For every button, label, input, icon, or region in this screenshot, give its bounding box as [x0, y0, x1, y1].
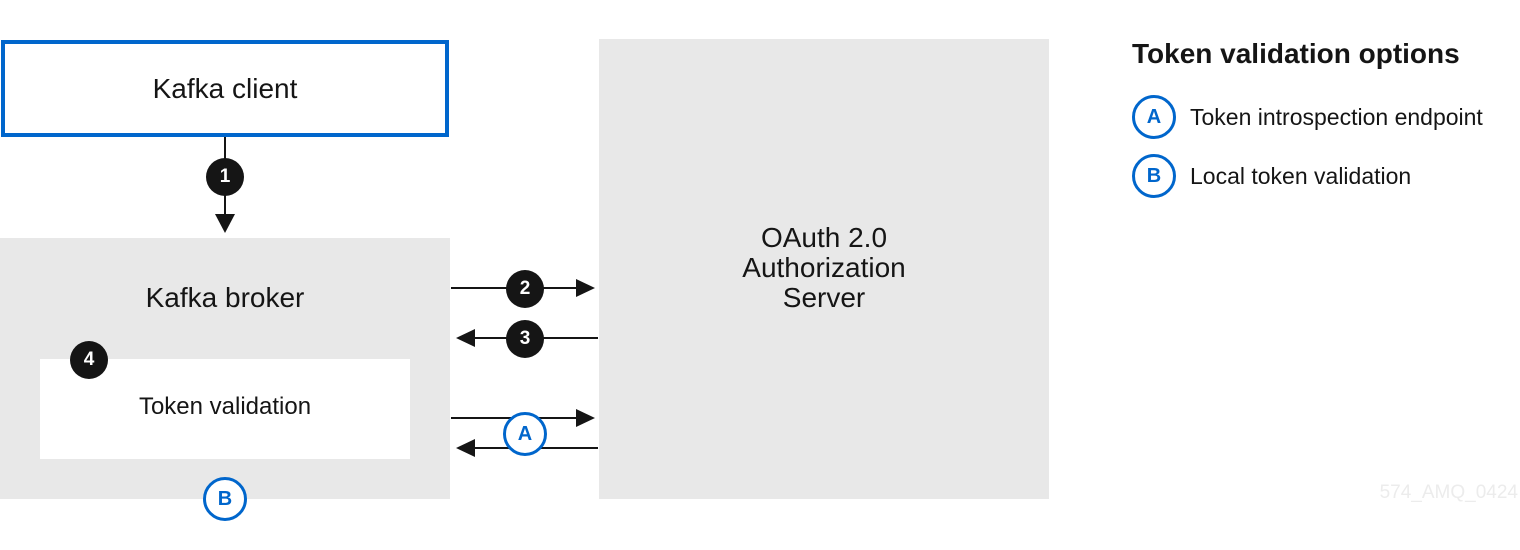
legend-label-b: Local token validation: [1190, 163, 1412, 189]
legend-title: Token validation options: [1132, 38, 1460, 69]
figure-id-watermark: 574_AMQ_0424: [1379, 482, 1518, 503]
token-validation-box: Token validation: [40, 359, 410, 459]
kafka-client-box: Kafka client: [1, 40, 449, 137]
arrowhead-right: [576, 409, 595, 427]
arrowhead-down: [215, 214, 235, 233]
oauth-server-box: OAuth 2.0 Authorization Server: [599, 39, 1049, 499]
arrowhead-right: [576, 279, 595, 297]
oauth-server-line-3: Server: [782, 282, 866, 313]
legend-label-a: Token introspection endpoint: [1190, 104, 1483, 130]
legend-badge-a: A: [1132, 95, 1176, 139]
option-badge-b: B: [203, 477, 247, 521]
step-badge-2: 2: [506, 270, 544, 308]
kafka-client-label: Kafka client: [152, 73, 298, 104]
arrowhead-left: [456, 439, 475, 457]
oauth-server-label: OAuth 2.0 Authorization Server: [599, 223, 1049, 313]
option-badge-a: A: [503, 412, 547, 456]
oauth-server-line-2: Authorization: [742, 252, 906, 283]
token-validation-label: Token validation: [138, 393, 312, 420]
arrowhead-left: [456, 329, 475, 347]
step-badge-1: 1: [206, 158, 244, 196]
step-badge-3: 3: [506, 320, 544, 358]
kafka-broker-label: Kafka broker: [145, 282, 305, 313]
legend-badge-b: B: [1132, 154, 1176, 198]
step-badge-4: 4: [70, 341, 108, 379]
oauth-server-line-1: OAuth 2.0: [760, 222, 888, 253]
